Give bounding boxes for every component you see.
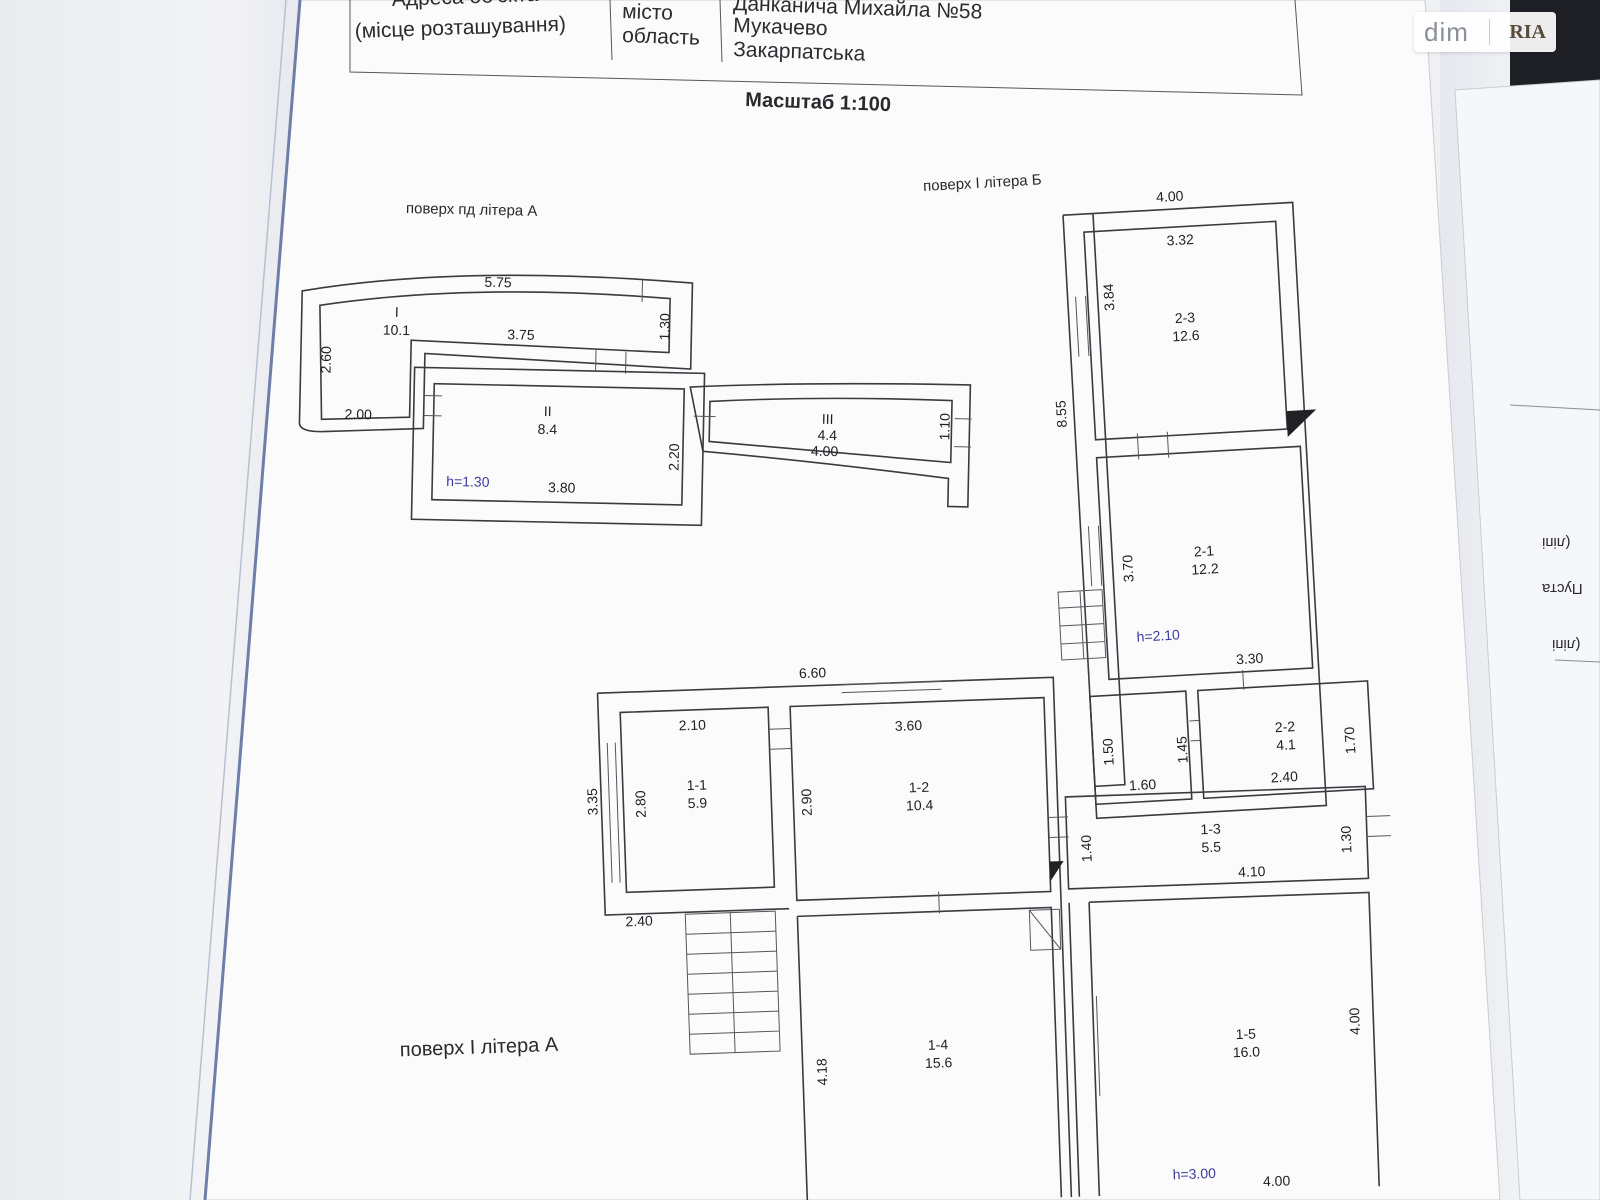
- dim-b-3-70: 3.70: [1119, 554, 1137, 582]
- dim-b-3-32: 3.32: [1166, 231, 1194, 249]
- room-II-area: 8.4: [537, 421, 557, 437]
- dim-b-2-40: 2.40: [1270, 768, 1298, 786]
- dim-a-4-00-vertical: 4.00: [1346, 1007, 1363, 1035]
- room-1-3-area: 5.5: [1201, 839, 1221, 856]
- dim-b-1-45: 1.45: [1173, 736, 1191, 764]
- address-label-line1: Адреса об'єкта: [391, 0, 539, 11]
- region-value: Закарпатська: [733, 38, 866, 66]
- scale-label: Масштаб 1:100: [745, 89, 891, 116]
- dim-2-20: 2.20: [666, 443, 683, 471]
- dim-b-1-70: 1.70: [1341, 726, 1359, 754]
- header-table: Адреса об'єкта (місце розташування) міст…: [349, 0, 1303, 96]
- dim-2-00: 2.00: [344, 406, 372, 423]
- room-2-1-number: 2-1: [1193, 542, 1214, 559]
- room-1-1-area: 5.9: [687, 794, 707, 811]
- field-city: місто: [622, 0, 673, 25]
- room-I-number: I: [395, 304, 399, 320]
- dim-b-1-50: 1.50: [1099, 738, 1117, 766]
- dim-a-4-18: 4.18: [813, 1058, 830, 1086]
- room-2-1-area: 12.2: [1191, 560, 1219, 578]
- dim-a-1-30: 1.30: [1338, 825, 1355, 853]
- floor1-A-height: h=3.00: [1172, 1165, 1216, 1183]
- dim-1-10: 1.10: [936, 413, 953, 441]
- dim-b-1-60: 1.60: [1128, 776, 1156, 794]
- room-1-5-area: 16.0: [1233, 1043, 1261, 1060]
- dim-2-60: 2.60: [317, 346, 334, 374]
- floor1-B-height: h=2.10: [1136, 626, 1180, 644]
- dim-a-2-40: 2.40: [625, 912, 653, 929]
- room-1-2-area: 10.4: [906, 797, 934, 814]
- dim-3-75: 3.75: [507, 326, 535, 343]
- dim-5-75: 5.75: [484, 274, 512, 291]
- room-2-2-area: 4.1: [1276, 736, 1297, 753]
- dim-b-3-84: 3.84: [1100, 283, 1118, 311]
- dim-a-2-10: 2.10: [678, 716, 706, 733]
- watermark-ria-logo: RIA: [1509, 20, 1546, 43]
- room-III-area: 4.4: [817, 427, 837, 443]
- dim-a-4-00-bottom: 4.00: [1263, 1172, 1291, 1189]
- dim-a-3-35: 3.35: [584, 788, 601, 816]
- dim-a-3-60: 3.60: [895, 717, 923, 734]
- room-1-1-number: 1-1: [686, 776, 707, 793]
- dim-4-00: 4.00: [811, 443, 839, 460]
- room-III-number: III: [822, 411, 834, 427]
- room-1-5-number: 1-5: [1235, 1025, 1256, 1042]
- dim-a-4-10: 4.10: [1238, 863, 1266, 880]
- basement-floor-label: поверх пд літера А: [406, 200, 538, 220]
- room-1-4-number: 1-4: [928, 1036, 949, 1053]
- watermark-separator: [1488, 19, 1490, 45]
- room-1-3-number: 1-3: [1200, 821, 1221, 838]
- dim-b-3-30: 3.30: [1236, 650, 1264, 668]
- watermark-dim-text: dim: [1424, 16, 1469, 47]
- room-1-2-number: 1-2: [909, 779, 930, 796]
- room-1-4-area: 15.6: [925, 1054, 953, 1071]
- room-2-2-number: 2-2: [1274, 718, 1295, 735]
- dim-a-1-40: 1.40: [1078, 835, 1095, 863]
- basement-plan: поверх пд літера А I 10.1 II 8.4 III 4.4…: [298, 200, 972, 527]
- floor1-B-plan: поверх І літера Б 2-3 12.6 2-1 12.2 2-2: [923, 171, 1375, 820]
- room-2-3-number: 2-3: [1174, 309, 1195, 326]
- side-note-1: (ліпі: [1542, 534, 1571, 551]
- side-note-3: (ліпі: [1552, 636, 1581, 653]
- dim-a-2-90: 2.90: [798, 788, 815, 816]
- dim-3-80: 3.80: [548, 479, 576, 496]
- dim-a-6-60: 6.60: [799, 664, 827, 681]
- room-II-number: II: [544, 403, 552, 419]
- dim-a-2-80: 2.80: [632, 790, 649, 818]
- dim-b-4-00: 4.00: [1156, 187, 1184, 205]
- room-2-3-area: 12.6: [1172, 327, 1200, 345]
- city-value: Мукачево: [733, 14, 828, 40]
- field-region: область: [622, 24, 701, 50]
- dimria-watermark: dim RIA: [1414, 12, 1556, 52]
- room-I-area: 10.1: [383, 322, 411, 339]
- side-note-2: Пуста: [1542, 580, 1583, 597]
- dim-b-8-55: 8.55: [1052, 400, 1070, 428]
- floor1-B-label: поверх І літера Б: [923, 171, 1043, 195]
- dim-1-30: 1.30: [656, 313, 673, 341]
- basement-height: h=1.30: [446, 473, 490, 490]
